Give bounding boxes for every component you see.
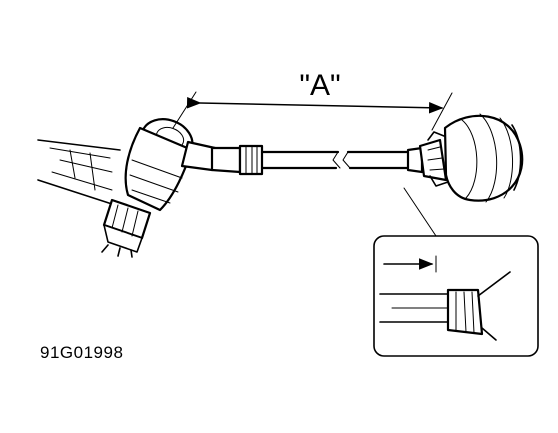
dimension-label: "A" xyxy=(299,69,340,102)
boot-clamp xyxy=(418,131,449,187)
figure-id: 91G01998 xyxy=(40,343,123,362)
dimension-a: "A" xyxy=(172,69,453,131)
detail-inset xyxy=(373,235,539,357)
tie-rod-end xyxy=(101,118,217,258)
callout-leader xyxy=(403,187,437,237)
rack-boot xyxy=(443,113,524,203)
knuckle-arm xyxy=(37,139,121,206)
tie-rod-shaft xyxy=(210,144,424,176)
